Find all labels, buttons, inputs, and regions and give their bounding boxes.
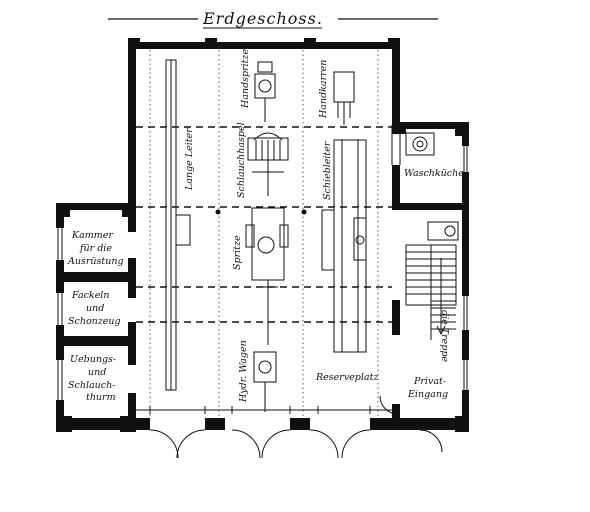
label-reserveplatz: Reserveplatz	[315, 372, 379, 383]
label-kammer-1: Kammer	[71, 230, 114, 241]
label-lange-leiter: Lange Leiter	[184, 127, 195, 191]
label-spritze: Spritze	[232, 235, 243, 270]
label-handspritze: Handspritze	[240, 48, 251, 109]
label-uebungs-3: Schlauch-	[68, 380, 115, 391]
hydrant-wagon	[253, 351, 277, 412]
left-wing-windows	[56, 228, 136, 400]
long-ladder	[165, 59, 191, 391]
sliding-ladder	[321, 139, 367, 353]
hall-grid	[136, 50, 392, 416]
label-fackeln-2: und	[86, 303, 104, 314]
label-kammer-3: Ausrüstung	[67, 256, 124, 267]
label-privat-2: Eingang	[407, 389, 448, 400]
label-uebungs-4: thurm	[86, 392, 116, 403]
waschkueche-fixture	[405, 132, 435, 156]
label-schlauchhaspel: Schlauchhaspel	[236, 122, 247, 198]
right-wing-windows	[462, 146, 469, 390]
staircase	[405, 221, 459, 340]
label-privat-1: Privat-	[413, 376, 446, 387]
hose-reel	[247, 132, 289, 196]
label-uebungs-1: Uebungs-	[70, 354, 116, 365]
label-fackeln-3: Schonzeug	[68, 316, 121, 327]
fire-engine	[245, 207, 289, 345]
room-labels: Kammer für die Ausrüstung Fackeln und Sc…	[67, 48, 464, 403]
front-doors	[149, 395, 443, 459]
hand-cart	[333, 71, 355, 125]
label-treppe: die Treppe	[439, 310, 450, 362]
plan-title: Erdgeschoss.	[202, 9, 323, 28]
hall-windows	[128, 44, 401, 165]
label-uebungs-2: und	[88, 367, 106, 378]
right-wing-walls	[392, 122, 469, 432]
label-hydr-wagen: Hydr. Wagen	[238, 340, 249, 403]
label-handkarren: Handkarren	[318, 60, 329, 119]
label-fackeln-1: Fackeln	[71, 290, 109, 301]
label-kammer-2: für die	[79, 243, 112, 254]
label-waschkueche: Waschküche	[404, 168, 464, 179]
dimension-line	[136, 406, 392, 414]
label-schiebleiter: Schiebleiter	[322, 140, 333, 200]
hand-pump	[254, 61, 276, 122]
